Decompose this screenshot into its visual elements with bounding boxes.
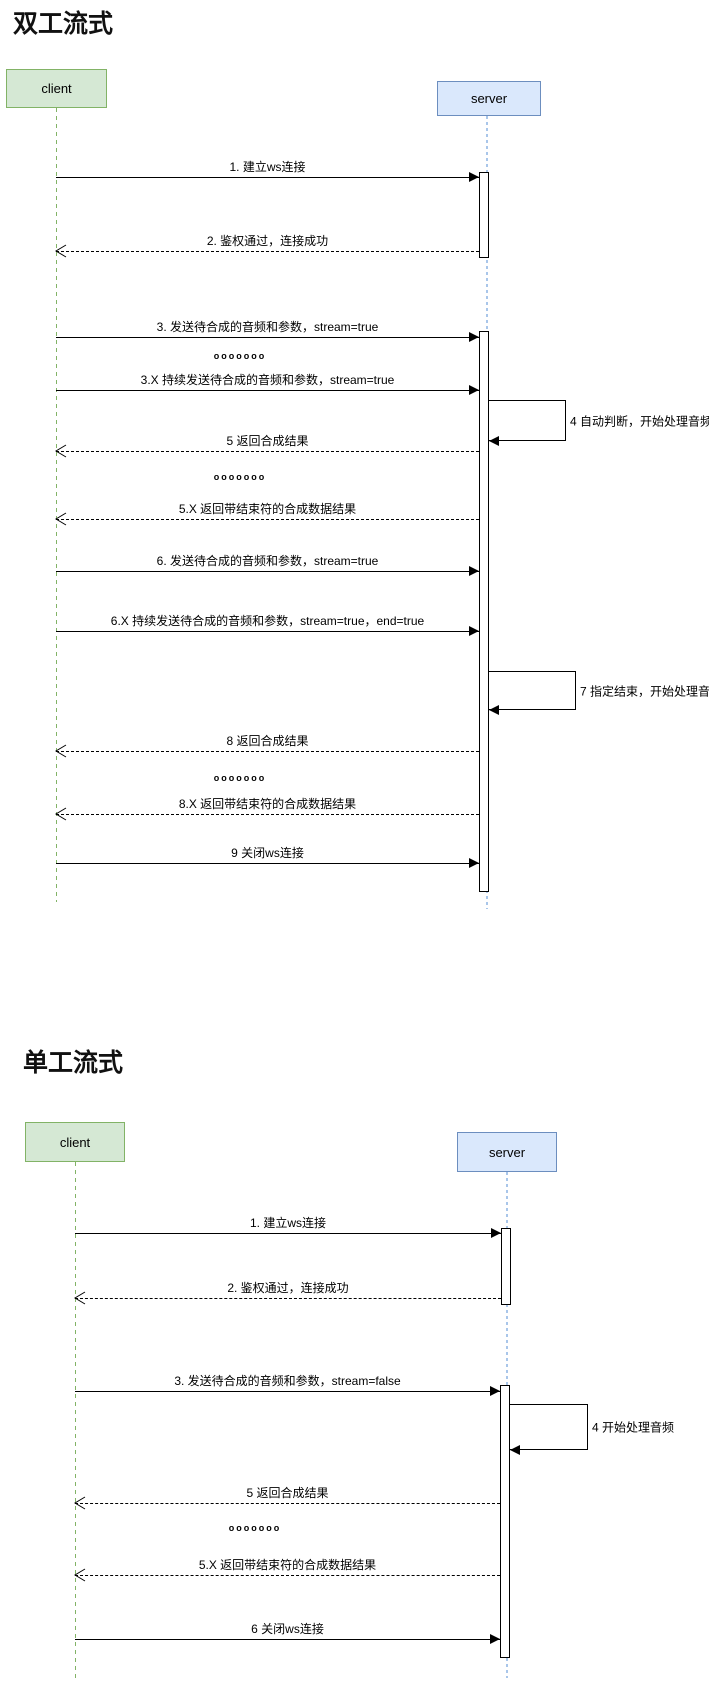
diagram-title: 双工流式	[13, 10, 114, 38]
arrowhead-icon	[489, 436, 499, 446]
client-lifeline	[56, 108, 57, 902]
open-arrowhead-icon	[74, 1291, 86, 1305]
server-actor-label: server	[470, 91, 508, 106]
message-line	[56, 251, 479, 252]
message-line	[56, 519, 479, 520]
message-line	[56, 390, 479, 391]
ellipsis-dots: ooooooo	[228, 1523, 282, 1533]
message-label: 3. 发送待合成的音频和参数，stream=true	[156, 320, 379, 334]
self-message-loop: 4 自动判断，开始处理音频	[489, 400, 709, 446]
message-label: 1. 建立ws连接	[249, 1216, 326, 1230]
self-message-label: 4 自动判断，开始处理音频	[570, 414, 709, 428]
activation-bar	[479, 172, 489, 258]
server-actor-label: server	[488, 1144, 526, 1160]
self-message-loop: 4 开始处理音频	[510, 1404, 674, 1455]
open-arrowhead-icon	[55, 744, 67, 758]
message-line	[56, 863, 479, 864]
open-arrowhead-icon	[74, 1496, 86, 1510]
message-label: 6 关闭ws连接	[251, 1622, 324, 1636]
message-label: 8.X 返回带结束符的合成数据结果	[178, 797, 357, 811]
arrowhead-icon	[489, 705, 499, 715]
message-line	[56, 631, 479, 632]
message-line	[75, 1391, 500, 1392]
client-actor-label: client	[59, 1134, 91, 1150]
message-label: 8 返回合成结果	[226, 734, 309, 748]
message-line	[56, 177, 479, 178]
arrowhead-icon	[469, 858, 479, 868]
client-actor-label: client	[41, 81, 72, 96]
message-label: 9 关闭ws连接	[231, 846, 304, 860]
arrowhead-icon	[469, 172, 479, 182]
message-label: 5.X 返回带结束符的合成数据结果	[178, 502, 357, 516]
client-lifeline	[75, 1162, 76, 1681]
arrowhead-icon	[510, 1445, 520, 1455]
self-message-label: 4 开始处理音频	[592, 1420, 675, 1435]
message-line	[56, 814, 479, 815]
diagram-title: 单工流式	[23, 1049, 124, 1077]
arrowhead-icon	[469, 385, 479, 395]
message-line	[75, 1233, 501, 1234]
message-label: 3.X 持续发送待合成的音频和参数，stream=true	[140, 373, 395, 387]
open-arrowhead-icon	[55, 244, 67, 258]
message-label: 5 返回合成结果	[226, 434, 309, 448]
message-line	[56, 751, 479, 752]
arrowhead-icon	[469, 566, 479, 576]
message-label: 6. 发送待合成的音频和参数，stream=true	[156, 554, 379, 568]
arrowhead-icon	[469, 332, 479, 342]
server-actor-box: server	[437, 81, 541, 116]
message-line	[75, 1639, 500, 1640]
self-message-label: 7 指定结束，开始处理音频	[580, 684, 709, 698]
message-line	[56, 451, 479, 452]
open-arrowhead-icon	[55, 512, 67, 526]
activation-bar	[479, 331, 489, 892]
ellipsis-dots: ooooooo	[213, 773, 267, 783]
message-line	[75, 1503, 500, 1504]
client-actor-box: client	[6, 69, 107, 108]
ellipsis-dots: ooooooo	[213, 351, 267, 361]
server-actor-box: server	[457, 1132, 557, 1172]
arrowhead-icon	[490, 1386, 500, 1396]
message-line	[75, 1298, 501, 1299]
open-arrowhead-icon	[55, 444, 67, 458]
activation-bar	[501, 1228, 511, 1305]
client-actor-box: client	[25, 1122, 125, 1162]
message-label: 5 返回合成结果	[246, 1486, 329, 1500]
message-label: 2. 鉴权通过，连接成功	[227, 1281, 349, 1295]
arrowhead-icon	[490, 1634, 500, 1644]
message-label: 1. 建立ws连接	[229, 160, 306, 174]
arrowhead-icon	[469, 626, 479, 636]
open-arrowhead-icon	[74, 1568, 86, 1582]
message-label: 2. 鉴权通过，连接成功	[206, 234, 329, 248]
arrowhead-icon	[491, 1228, 501, 1238]
message-label: 6.X 持续发送待合成的音频和参数，stream=true，end=true	[110, 614, 425, 628]
message-line	[56, 571, 479, 572]
message-line	[75, 1575, 500, 1576]
activation-bar	[500, 1385, 510, 1658]
self-message-loop: 7 指定结束，开始处理音频	[489, 671, 709, 715]
ellipsis-dots: ooooooo	[213, 472, 267, 482]
message-label: 3. 发送待合成的音频和参数，stream=false	[174, 1374, 401, 1388]
message-line	[56, 337, 479, 338]
message-label: 5.X 返回带结束符的合成数据结果	[198, 1558, 377, 1572]
open-arrowhead-icon	[55, 807, 67, 821]
